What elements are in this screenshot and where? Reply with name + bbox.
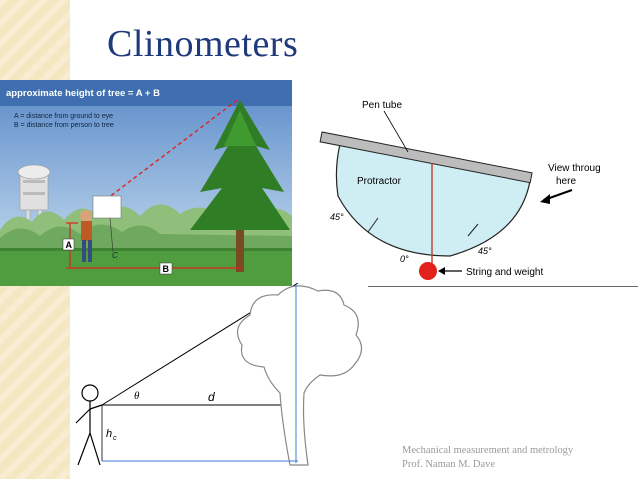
tree-height-illustration: approximate height of tree = A + B A = d…: [0, 80, 292, 286]
tree-sketch-diagram: θ d h c: [75, 283, 363, 466]
footer-course: Mechanical measurement and metrology: [402, 445, 574, 456]
pen-tube-label: Pen tube: [362, 100, 402, 111]
label-b: B: [163, 264, 170, 274]
tree-outline: [236, 285, 363, 466]
slide-title: Clinometers: [107, 23, 299, 65]
height-label: h: [106, 428, 112, 440]
clinometer-card: [92, 195, 122, 219]
illustration-note-b: B = distance from person to tree: [14, 122, 114, 129]
distance-label: d: [208, 390, 215, 404]
slide-footer: Mechanical measurement and metrology Pro…: [402, 444, 573, 472]
water-tower-graphic: [17, 164, 51, 249]
angle-right-label: 45°: [478, 246, 492, 256]
height-subscript: c: [113, 435, 117, 442]
illustration-note-a: A = distance from ground to eye: [14, 113, 113, 120]
angle-left-label: 45°: [330, 212, 344, 222]
tree-graphic: [190, 100, 290, 272]
angle-zero-label: 0°: [400, 254, 409, 264]
divider-line: [368, 286, 638, 287]
label-a: A: [66, 240, 73, 250]
illustration-headline: approximate height of tree = A + B: [6, 88, 160, 99]
footer-author: Prof. Naman M. Dave: [402, 459, 496, 470]
string-weight-label: String and weight: [466, 267, 543, 278]
view-here-label: here: [556, 176, 576, 187]
label-c: C: [112, 251, 118, 260]
person-graphic: [80, 210, 92, 262]
protractor-label: Protractor: [357, 176, 402, 187]
weight-circle: [419, 262, 437, 280]
theta-label: θ: [134, 390, 140, 402]
pen-tube-shape: [319, 131, 533, 184]
